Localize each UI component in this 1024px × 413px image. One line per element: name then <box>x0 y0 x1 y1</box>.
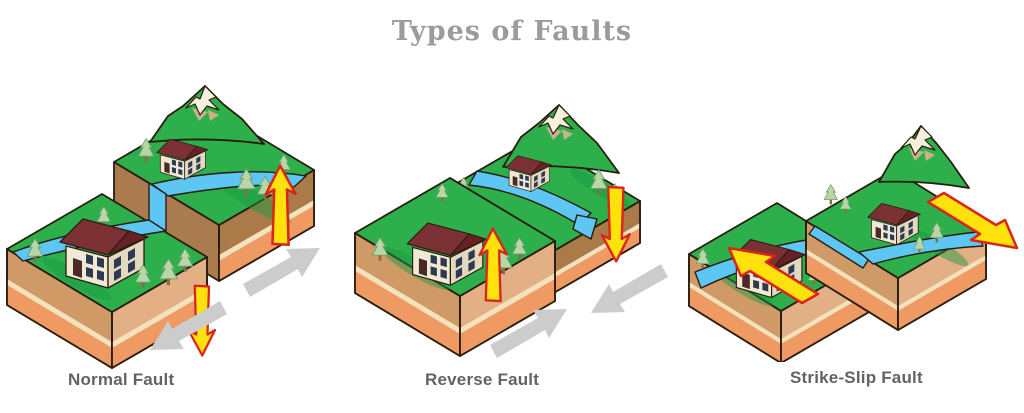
hanging-wall-block <box>6 193 217 369</box>
page-title: Types of Faults <box>391 16 633 47</box>
mountain-icon <box>502 104 620 174</box>
reverse-fault-label: Reverse Fault <box>425 370 540 389</box>
snow-cap <box>538 104 574 135</box>
strike-slip-fault-label: Strike-Slip Fault <box>790 368 923 387</box>
mountain-icon <box>878 125 970 189</box>
snow-cap <box>900 125 936 156</box>
footwall-block <box>439 104 641 299</box>
waterfall <box>572 214 598 240</box>
hanging-wall-block <box>354 177 556 357</box>
reverse-fault-figure <box>345 93 680 383</box>
right-block <box>805 125 1019 331</box>
normal-fault-figure <box>2 84 337 389</box>
footwall-block <box>113 85 315 282</box>
mountain-icon <box>149 85 265 145</box>
tree-icon <box>823 184 838 205</box>
compression-arrow-icon <box>591 264 668 313</box>
snow-cap <box>185 85 220 116</box>
normal-fault-label: Normal Fault <box>68 370 175 389</box>
strike-slip-fault-illustration <box>688 125 1019 364</box>
normal-fault-illustration <box>6 85 320 369</box>
reverse-fault-illustration <box>354 104 668 358</box>
strike-slip-fault-figure <box>683 122 1023 367</box>
river-fault-jog <box>808 225 870 269</box>
